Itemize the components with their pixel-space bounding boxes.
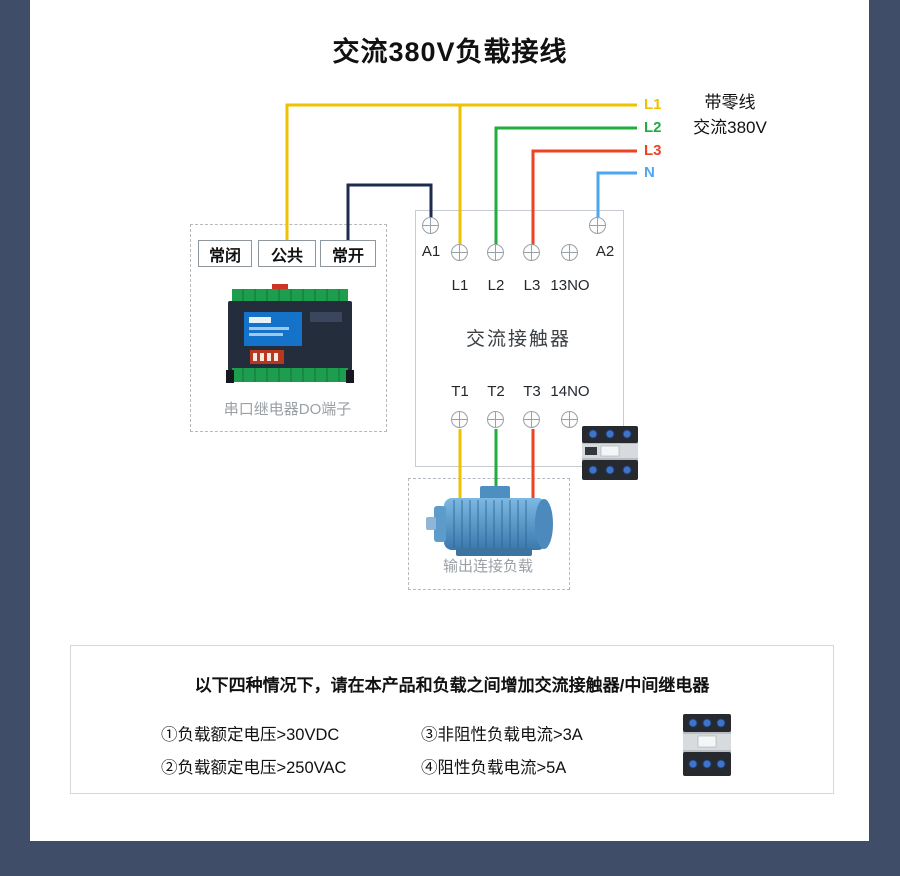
supply-note: 带零线 交流380V <box>668 90 792 140</box>
contactor-screw-l1 <box>451 244 468 261</box>
contactor-label-t1: T1 <box>451 383 469 400</box>
relay-terminal-com: 公共 <box>258 240 316 267</box>
supply-note-line1: 带零线 <box>704 93 756 112</box>
contactor-label-13no: 13NO <box>550 277 590 294</box>
notice-item-2: ②负载额定电压>250VAC <box>161 759 347 777</box>
wire-label-l3: L3 <box>644 142 662 159</box>
notice-box: 以下四种情况下，请在本产品和负载之间增加交流接触器/中间继电器 ①负载额定电压>… <box>70 645 834 794</box>
contactor-screw-t3 <box>523 411 540 428</box>
contactor-screw-14no <box>561 411 578 428</box>
contactor-label-l1: L1 <box>451 277 469 294</box>
notice-item-1: ①负载额定电压>30VDC <box>161 726 340 744</box>
contactor-screw-13no <box>561 244 578 261</box>
notice-contactor-image <box>683 714 731 776</box>
contactor-photo <box>582 426 638 480</box>
contactor-label-a2: A2 <box>595 243 615 260</box>
wire-label-l1: L1 <box>644 96 662 113</box>
page-title: 交流380V负载接线 <box>332 37 568 67</box>
supply-note-line2: 交流380V <box>693 118 767 137</box>
contactor-label-14no: 14NO <box>550 383 590 400</box>
contactor-label-t2: T2 <box>487 383 505 400</box>
contactor-label-t3: T3 <box>523 383 541 400</box>
contactor-box <box>415 210 624 467</box>
frame-right-bar <box>869 0 900 876</box>
contactor-label-a1: A1 <box>421 243 441 260</box>
contactor-screw-t2 <box>487 411 504 428</box>
contactor-screw-a2 <box>589 217 606 234</box>
relay-caption: 串口继电器DO端子 <box>223 401 352 418</box>
contactor-name: 交流接触器 <box>465 329 571 350</box>
relay-terminal-nc: 常闭 <box>198 240 252 267</box>
frame-bottom-bar <box>0 841 900 876</box>
relay-terminal-no: 常开 <box>320 240 376 267</box>
notice-item-3: ③非阻性负载电流>3A <box>421 726 583 744</box>
load-caption: 输出连接负载 <box>442 558 533 575</box>
contactor-screw-l3 <box>523 244 540 261</box>
contactor-label-l2: L2 <box>487 277 505 294</box>
wire-label-n: N <box>644 164 655 181</box>
wire-label-l2: L2 <box>644 119 662 136</box>
load-dashed-box <box>408 478 570 590</box>
notice-item-4: ④阻性负载电流>5A <box>421 759 567 777</box>
contactor-screw-a1 <box>422 217 439 234</box>
frame-left-bar <box>0 0 30 876</box>
contactor-screw-l2 <box>487 244 504 261</box>
relay-device-image <box>226 284 354 383</box>
contactor-screw-t1 <box>451 411 468 428</box>
notice-title: 以下四种情况下，请在本产品和负载之间增加交流接触器/中间继电器 <box>194 676 710 695</box>
contactor-label-l3: L3 <box>523 277 541 294</box>
motor-image <box>426 486 553 556</box>
